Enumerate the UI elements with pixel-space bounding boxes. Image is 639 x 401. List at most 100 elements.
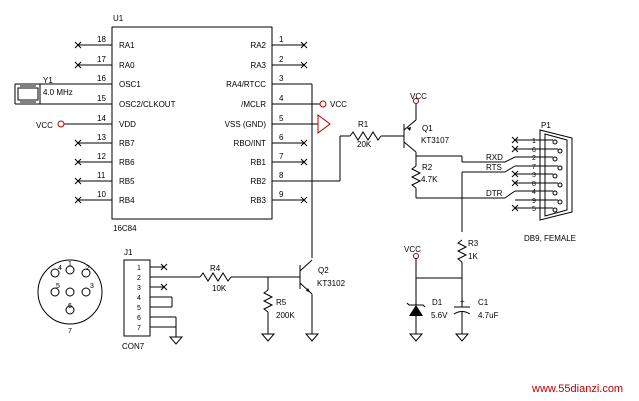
- u1-name-vdd: VDD: [119, 120, 136, 129]
- j1-pin-7: 7: [137, 325, 141, 332]
- vcc-label-vdd: VCC: [36, 121, 53, 130]
- r1-value: 20K: [357, 140, 372, 149]
- svg-text:+: +: [460, 297, 465, 306]
- j1-pin-1: 1: [137, 265, 141, 272]
- r4-resistor: [199, 272, 300, 282]
- u1-name-rb2: RB2: [250, 177, 266, 186]
- d1-zener: [406, 258, 462, 334]
- r3-value: 1K: [468, 252, 478, 261]
- u1-name-vss: VSS (GND): [225, 120, 267, 129]
- u1-name-rb3: RB3: [250, 196, 266, 205]
- r5-ref: R5: [276, 298, 287, 307]
- u1-pin-11: 11: [97, 171, 106, 180]
- j1-part: CON7: [122, 342, 145, 351]
- u1-pin-16: 16: [97, 74, 106, 83]
- u1-part: 16C84: [113, 224, 137, 233]
- p1-ref: P1: [541, 121, 551, 130]
- u1-pin-17: 17: [97, 55, 106, 64]
- ground-j1-icon: [168, 336, 184, 345]
- mini-din-connector: [37, 259, 103, 325]
- din-pin-7: 7: [68, 328, 72, 335]
- y1-value: 4.0 MHz: [43, 88, 73, 97]
- r1-resistor: [339, 131, 404, 181]
- j1-pin-6: 6: [137, 315, 141, 322]
- r3-resistor: [456, 239, 468, 278]
- u1-pin-8: 8: [279, 171, 284, 180]
- q2-ref: Q2: [318, 266, 329, 275]
- y1-ref: Y1: [43, 76, 53, 85]
- p1-pin-4: 4: [532, 189, 536, 196]
- q1-part: KT3107: [421, 136, 450, 145]
- p1-pin-7: 7: [532, 164, 536, 171]
- j1-connector: [123, 259, 200, 337]
- u1-body: [111, 26, 273, 220]
- p1-pin-3: 3: [532, 172, 536, 179]
- q1-transistor: [403, 103, 417, 160]
- r4-value: 10K: [212, 284, 227, 293]
- rts-label: RTS: [486, 163, 502, 172]
- r2-value: 4.7K: [421, 175, 438, 184]
- din-pin-2: 2: [86, 265, 90, 272]
- u1-pin-18: 18: [97, 35, 106, 44]
- u1-left-pins: [62, 41, 112, 204]
- ground-vss-icon: [317, 114, 331, 134]
- p1-pin-2: 2: [532, 155, 536, 162]
- p1-pin-6: 6: [532, 147, 536, 154]
- u1-pin-3: 3: [279, 74, 284, 83]
- u1-pin-13: 13: [97, 133, 106, 142]
- u1-pin-12: 12: [97, 152, 106, 161]
- u1-ref: U1: [113, 14, 124, 23]
- p1-pin-5: 5: [532, 206, 536, 213]
- r4-ref: R4: [210, 264, 221, 273]
- vcc-terminal-d1: [413, 253, 419, 259]
- crystal-y1: [14, 83, 62, 105]
- vcc-terminal-q1: [413, 98, 419, 104]
- ground-r5-icon: [260, 333, 276, 342]
- p1-pin-8: 8: [532, 181, 536, 188]
- q2-transistor: [299, 259, 313, 334]
- din-pin-4: 4: [58, 265, 62, 272]
- u1-name-osc1: OSC1: [119, 80, 141, 89]
- r5-resistor: [262, 277, 274, 334]
- db9-connector: [504, 129, 573, 221]
- u1-pin-1: 1: [279, 35, 284, 44]
- p1-pin-1: 1: [532, 138, 536, 145]
- r1-ref: R1: [358, 120, 369, 129]
- u1-name-ra1: RA1: [119, 41, 135, 50]
- u1-pin-5: 5: [279, 114, 284, 123]
- q2-part: KT3102: [317, 279, 346, 288]
- j1-ref: J1: [124, 248, 133, 257]
- u1-name-rb1: RB1: [250, 158, 266, 167]
- u1-name-ra0: RA0: [119, 61, 135, 70]
- dtr-label: DTR: [486, 189, 503, 198]
- u1-name-osc2: OSC2/CLKOUT: [119, 100, 176, 109]
- u1-pin-2: 2: [279, 55, 284, 64]
- p1-part: DB9, FEMALE: [524, 234, 576, 243]
- p1-pin-9: 9: [532, 198, 536, 205]
- u1-name-rb5: RB5: [119, 177, 135, 186]
- r3-ref: R3: [468, 239, 479, 248]
- u1-name-ra2: RA2: [250, 41, 266, 50]
- u1-pin-14: 14: [97, 114, 106, 123]
- u1-pin-7: 7: [279, 152, 284, 161]
- u1-chip: U1 16C84 18 17 16 15 14 13 12 11: [62, 14, 340, 233]
- j1-pin-2: 2: [137, 275, 141, 282]
- din-pin-5: 5: [56, 283, 60, 290]
- watermark: www.55dianzi.com: [531, 383, 623, 395]
- c1-value: 4.7uF: [478, 311, 499, 320]
- din-pin-3: 3: [90, 283, 94, 290]
- vcc-label-d1: VCC: [404, 245, 421, 254]
- u1-pin-15: 15: [97, 94, 106, 103]
- u1-name-rb4: RB4: [119, 196, 135, 205]
- r2-ref: R2: [422, 163, 433, 172]
- j1-pin-3: 3: [137, 285, 141, 292]
- q1-ref: Q1: [422, 124, 433, 133]
- din-pin-1: 1: [68, 261, 72, 268]
- u1-pin-10: 10: [97, 190, 106, 199]
- u1-name-ra4: RA4/RTCC: [226, 80, 266, 89]
- u1-pin-4: 4: [279, 94, 284, 103]
- din-pin-6: 6: [68, 303, 72, 310]
- u1-pin-6: 6: [279, 133, 284, 142]
- r5-value: 200K: [276, 311, 295, 320]
